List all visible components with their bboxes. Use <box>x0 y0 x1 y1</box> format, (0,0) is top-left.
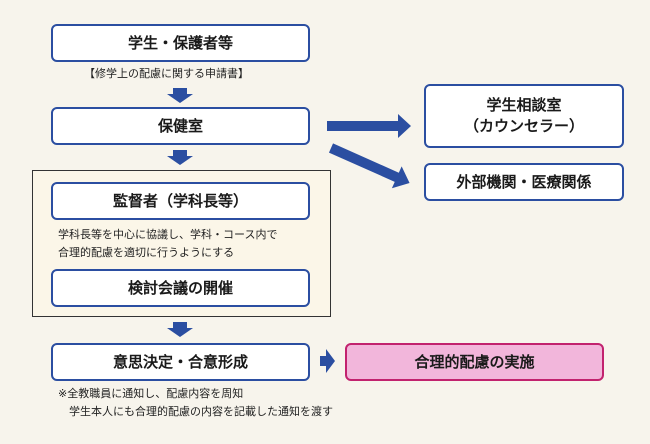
note-application: 【修学上の配慮に関する申請書】 <box>84 67 249 80</box>
node-meeting: 検討会議の開催 <box>51 269 310 307</box>
arrow-health-to-supervisor <box>167 150 193 165</box>
node-external: 外部機関・医療関係 <box>424 163 624 201</box>
node-meeting-label: 検討会議の開催 <box>127 278 233 297</box>
arrow-group-to-decision <box>167 322 193 337</box>
arrow-health-to-counseling <box>327 114 411 138</box>
node-health-room-label: 保健室 <box>157 116 203 135</box>
note-decision-1: ※全教職員に通知し、配慮内容を周知 <box>58 387 244 400</box>
node-counseling-label-2: （カウンセラー） <box>463 117 584 135</box>
note-supervisor-2: 合理的配慮を適切に行うようにする <box>58 246 235 259</box>
node-external-label: 外部機関・医療関係 <box>456 172 592 191</box>
arrow-students-to-health <box>167 88 193 103</box>
node-decision-label: 意思決定・合意形成 <box>112 352 248 371</box>
node-decision: 意思決定・合意形成 <box>51 343 310 381</box>
node-implementation: 合理的配慮の実施 <box>345 343 604 381</box>
arrow-decision-to-implementation <box>320 349 335 373</box>
node-counseling-label-1: 学生相談室 <box>486 96 562 114</box>
node-health-room: 保健室 <box>51 107 310 145</box>
node-students: 学生・保護者等 <box>51 24 310 62</box>
node-counseling: 学生相談室 （カウンセラー） <box>424 84 624 148</box>
node-students-label: 学生・保護者等 <box>127 33 233 52</box>
node-supervisor: 監督者（学科長等） <box>51 182 310 220</box>
note-supervisor-1: 学科長等を中心に協議し、学科・コース内で <box>58 228 278 241</box>
node-implementation-label: 合理的配慮の実施 <box>414 352 535 371</box>
node-supervisor-label: 監督者（学科長等） <box>112 191 248 210</box>
arrow-health-to-external <box>328 143 410 189</box>
note-decision-2: 学生本人にも合理的配慮の内容を記載した通知を渡す <box>58 405 333 418</box>
